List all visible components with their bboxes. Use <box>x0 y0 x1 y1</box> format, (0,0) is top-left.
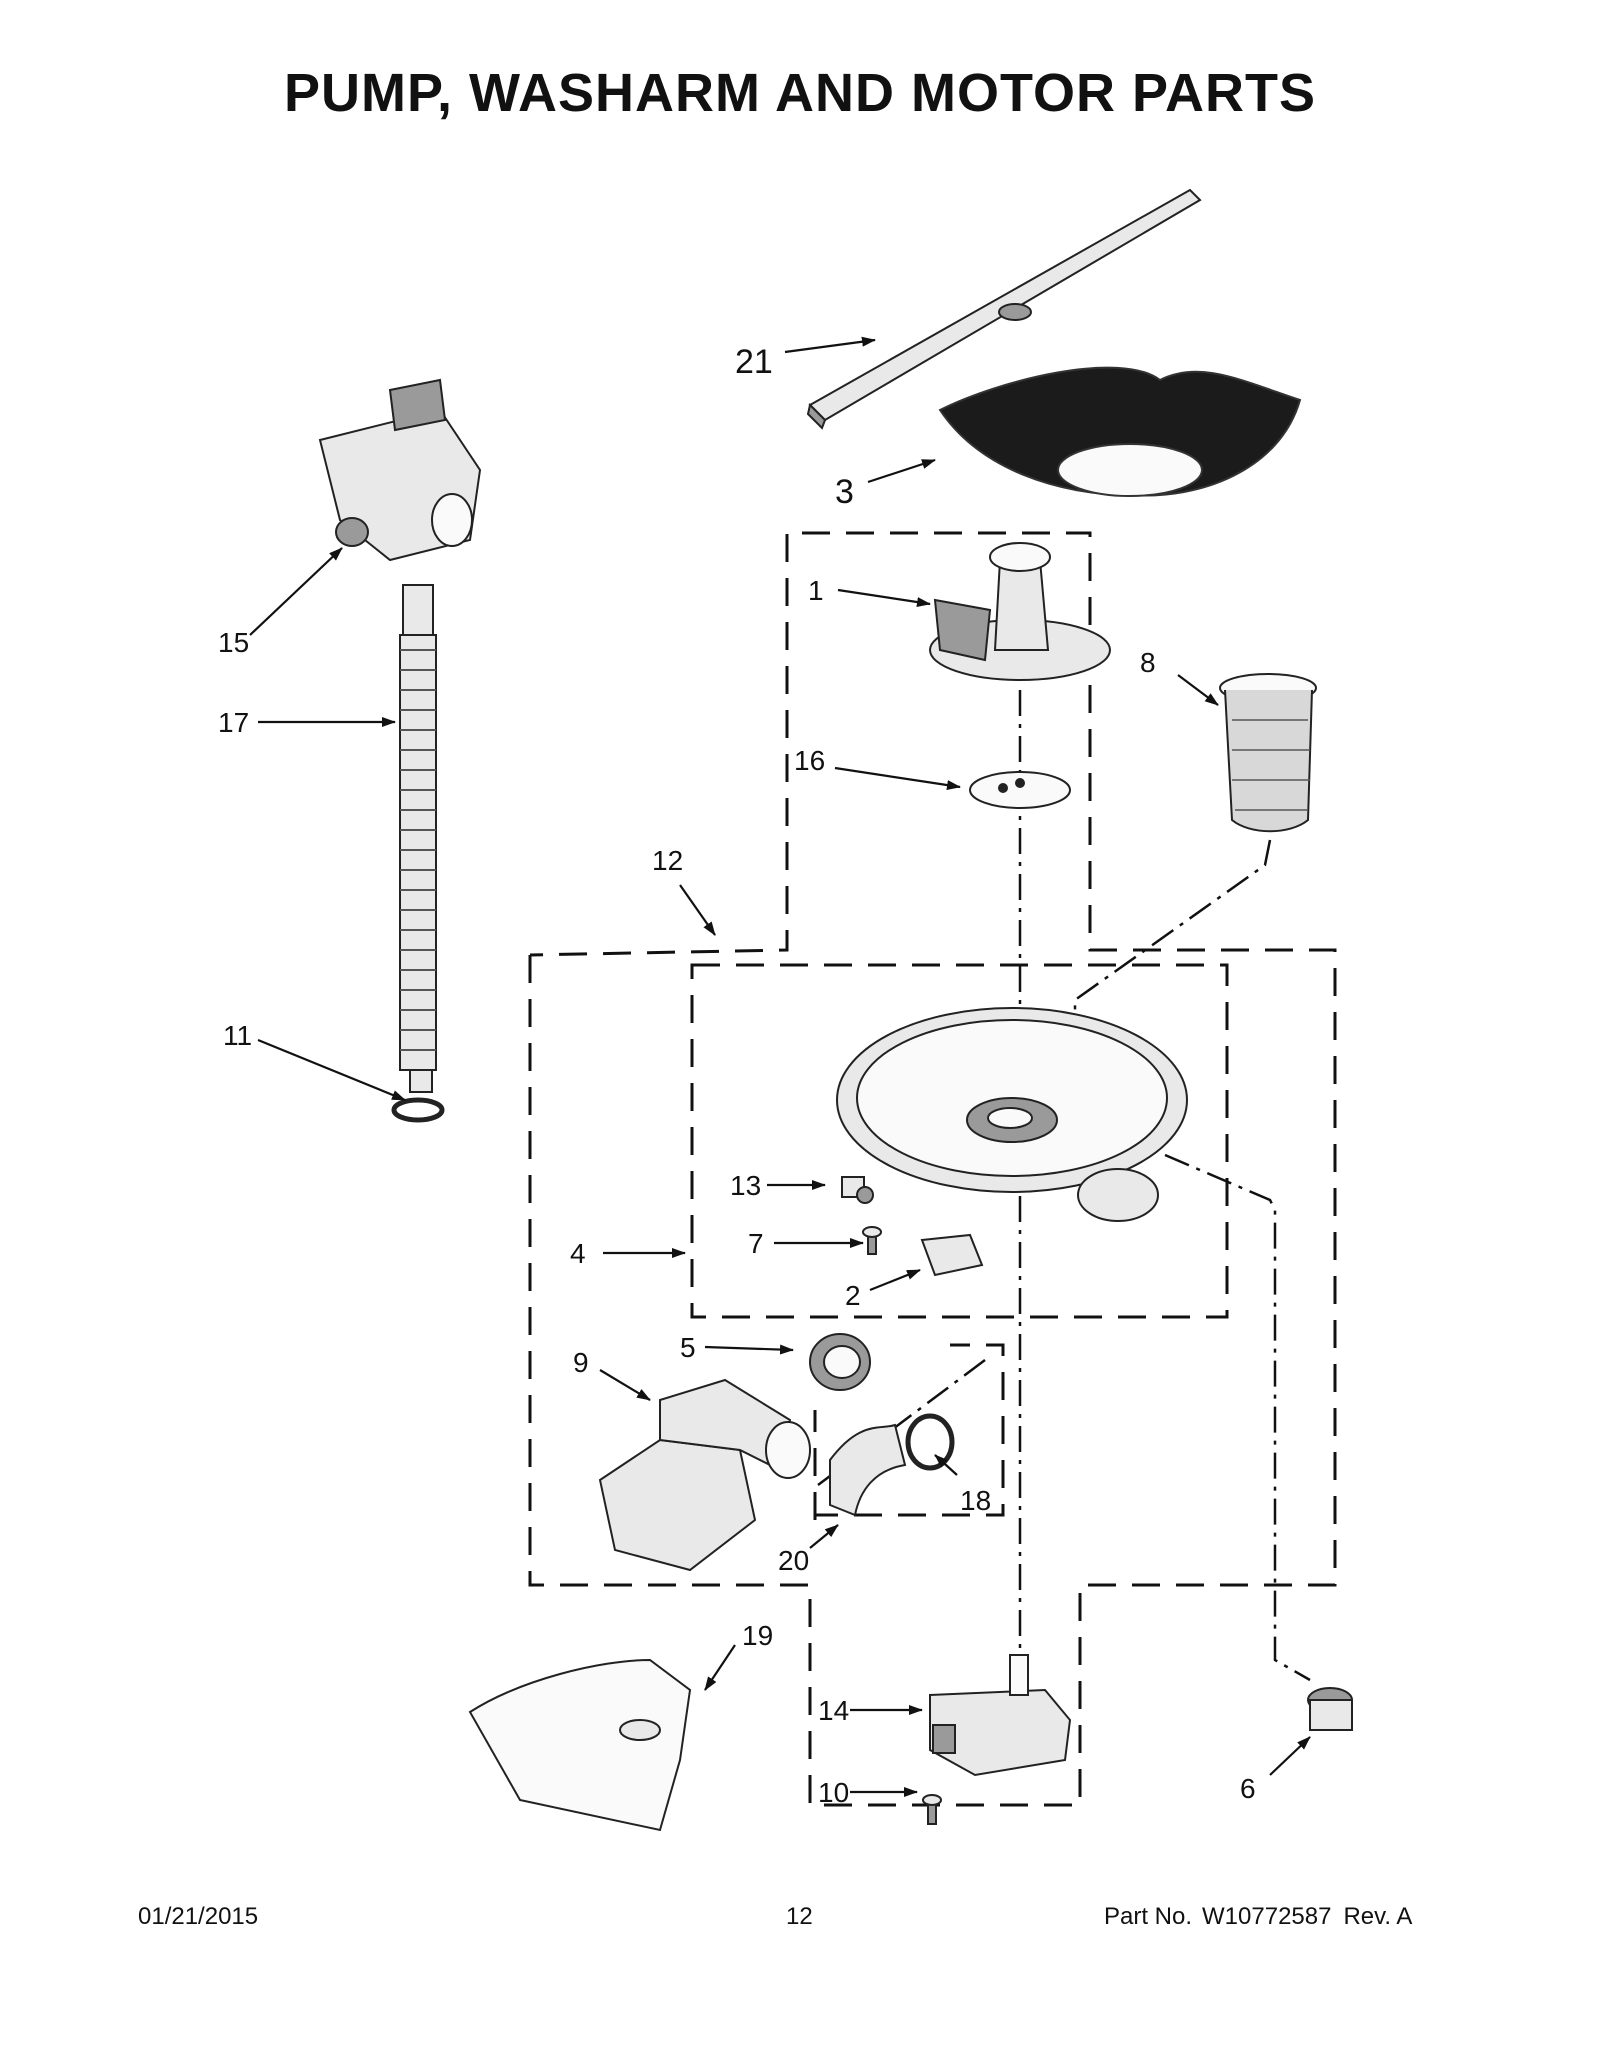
callout-3: 3 <box>835 473 854 511</box>
diverter-motor-part <box>922 1654 1072 1825</box>
group-outline-20 <box>813 1343 1005 1520</box>
circulation-pump-part <box>598 1378 811 1572</box>
callout-18: 18 <box>960 1485 991 1516</box>
callout-12: 12 <box>652 845 683 876</box>
sump-assembly-part <box>836 1007 1188 1222</box>
callout-labels: 21 3 1 8 16 12 15 17 11 13 7 4 2 5 9 18 … <box>218 343 1256 1808</box>
callout-1: 1 <box>808 575 824 606</box>
callout-17: 17 <box>218 707 249 738</box>
callout-14: 14 <box>818 1695 849 1726</box>
callout-21: 21 <box>735 343 773 381</box>
callout-10: 10 <box>818 1777 849 1808</box>
group-outline-4 <box>690 963 1229 1319</box>
wash-arm-part <box>806 188 1202 430</box>
drain-hose-part <box>399 584 437 1093</box>
callout-4: 4 <box>570 1238 586 1269</box>
footer-page-number: 12 <box>786 1903 813 1930</box>
footer-date: 01/21/2015 <box>138 1903 259 1930</box>
callout-leaders <box>249 336 1311 1797</box>
group-outline-12 <box>528 531 1337 1807</box>
callout-11: 11 <box>223 1020 252 1051</box>
diverter-disk-part <box>969 771 1071 809</box>
callout-9: 9 <box>573 1347 589 1378</box>
callout-16: 16 <box>794 745 825 776</box>
upper-seal-part <box>938 366 1302 497</box>
callout-7: 7 <box>748 1228 764 1259</box>
callout-8: 8 <box>1140 647 1156 678</box>
callout-20: 20 <box>778 1545 809 1576</box>
sump-cover-part <box>468 1658 692 1832</box>
footer-revision: Rev. A <box>1343 1903 1413 1930</box>
pump-hose-and-clamp-parts <box>829 1413 955 1517</box>
footer-part-number: W10772587 <box>1202 1903 1332 1930</box>
footer-part-label: Part No. <box>1104 1903 1193 1930</box>
filter-part <box>1219 673 1317 833</box>
turbidity-sensor-part <box>1307 1687 1353 1731</box>
footer-part-info: Part No. W10772587 Rev. A <box>1104 1903 1412 1931</box>
callout-5: 5 <box>680 1332 696 1363</box>
pump-seal-part <box>809 1333 871 1391</box>
callout-2: 2 <box>845 1280 861 1311</box>
callout-19: 19 <box>742 1620 773 1651</box>
callout-15: 15 <box>218 627 249 658</box>
callout-6: 6 <box>1240 1773 1256 1804</box>
hose-clamp-part <box>391 1097 445 1123</box>
small-sump-parts <box>841 1176 984 1277</box>
page-title: PUMP, WASHARM AND MOTOR PARTS <box>283 63 1317 123</box>
drain-pump-motor-part <box>318 378 482 562</box>
diverter-housing-part <box>929 542 1111 681</box>
callout-13: 13 <box>730 1170 761 1201</box>
